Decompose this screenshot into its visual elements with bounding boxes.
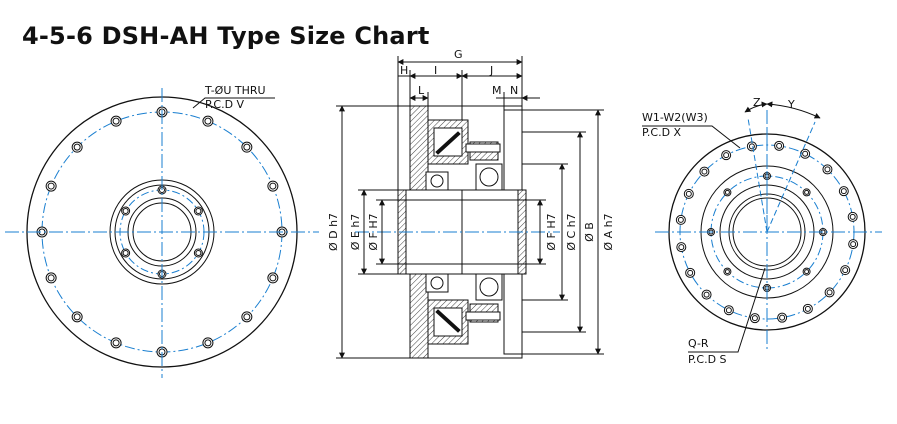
- tapped-hole: [675, 214, 686, 225]
- dim-l: L: [418, 84, 425, 97]
- dim-h: H: [400, 64, 408, 77]
- bolt-hole-inner: [269, 182, 277, 190]
- left-callout-holes: T-ØU THRU: [204, 84, 266, 97]
- bolt-hole: [267, 272, 279, 284]
- bolt-hole-inner: [112, 117, 120, 125]
- tapped-hole: [685, 267, 696, 278]
- tapped-hole: [848, 239, 859, 250]
- bolt-hole-inner: [243, 313, 251, 321]
- tapped-hole: [847, 211, 858, 222]
- tapped-hole: [683, 188, 694, 199]
- dim-e: Ø E h7: [349, 214, 362, 251]
- tapped-hole-inner: [842, 267, 849, 274]
- tapped-hole-inner: [703, 291, 710, 298]
- tapped-hole-inner: [826, 289, 833, 296]
- tapped-hole-inner: [779, 314, 786, 321]
- outer-tapped-holes: [675, 140, 859, 324]
- right-angle-z: Z: [753, 96, 761, 109]
- bolt-hole-inner: [269, 274, 277, 282]
- tapped-hole-inner: [724, 269, 730, 275]
- tapped-hole-inner: [802, 150, 809, 157]
- left-end-view: [5, 88, 319, 378]
- bolt-hole-inner: [73, 143, 81, 151]
- bolt-hole: [45, 180, 57, 192]
- bolt-hole-inner: [204, 117, 212, 125]
- dim-d: Ø D h7: [327, 213, 340, 251]
- tapped-hole-inner: [751, 315, 758, 322]
- bolt-hole: [110, 337, 122, 349]
- tapped-hole: [721, 150, 732, 161]
- section-view: [336, 56, 604, 359]
- tapped-hole-inner: [701, 168, 708, 175]
- tapped-hole-inner: [776, 142, 783, 149]
- tapped-hole: [699, 166, 710, 177]
- bolt-hole-inner: [243, 143, 251, 151]
- tapped-hole: [824, 287, 835, 298]
- bolt-hole: [202, 115, 214, 127]
- dim-c: Ø C h7: [565, 213, 578, 250]
- bolt-hole: [110, 115, 122, 127]
- tapped-hole: [749, 313, 760, 324]
- bolt-hole: [202, 337, 214, 349]
- bolt-hole: [71, 311, 83, 323]
- dim-i: I: [434, 64, 437, 77]
- dim-a: Ø A h7: [602, 213, 615, 250]
- tapped-hole: [802, 303, 813, 314]
- bolt-hole-inner: [204, 339, 212, 347]
- left-callout-pcd: P.C.D V: [205, 98, 245, 111]
- bolt-hole-inner: [73, 313, 81, 321]
- right-end-view: [642, 101, 882, 353]
- tapped-hole: [840, 265, 851, 276]
- dim-f-left: Ø F H7: [367, 213, 380, 250]
- tapped-hole: [774, 140, 785, 151]
- tapped-hole: [838, 186, 849, 197]
- tapped-hole-inner: [804, 189, 810, 195]
- bolt-hole: [71, 141, 83, 153]
- bolt-hole: [241, 311, 253, 323]
- tapped-hole-inner: [804, 305, 811, 312]
- tapped-hole-inner: [677, 216, 684, 223]
- tapped-hole-inner: [685, 190, 692, 197]
- right-callout-pcd-s: P.C.D S: [688, 353, 727, 366]
- tapped-hole: [822, 164, 833, 175]
- dim-b: Ø B: [583, 222, 596, 242]
- tapped-hole-inner: [724, 189, 730, 195]
- tapped-hole-inner: [687, 269, 694, 276]
- tapped-hole-inner: [840, 188, 847, 195]
- dim-n: N: [510, 84, 518, 97]
- bolt-hole-inner: [112, 339, 120, 347]
- tapped-hole: [800, 148, 811, 159]
- bolt-hole: [45, 272, 57, 284]
- bolt-hole-inner: [195, 208, 202, 214]
- right-callout-pcd-x: P.C.D X: [642, 126, 682, 139]
- right-callout-tapped: W1-W2(W3): [642, 111, 708, 124]
- bolt-hole-inner: [122, 250, 129, 256]
- bolt-hole: [241, 141, 253, 153]
- tapped-hole: [676, 242, 687, 253]
- bolt-hole-inner: [47, 182, 55, 190]
- tapped-hole-inner: [678, 244, 685, 251]
- bolt-hole-inner: [122, 208, 129, 214]
- page-title: 4-5-6 DSH-AH Type Size Chart: [22, 22, 430, 50]
- tapped-hole-inner: [849, 213, 856, 220]
- tapped-hole: [701, 289, 712, 300]
- tapped-hole-inner: [824, 166, 831, 173]
- right-angle-y: Y: [787, 98, 795, 111]
- tapped-hole-inner: [748, 143, 755, 150]
- tapped-hole: [777, 312, 788, 323]
- tapped-hole-inner: [725, 307, 732, 314]
- bolt-hole: [267, 180, 279, 192]
- tapped-hole-inner: [804, 269, 810, 275]
- tapped-hole-inner: [723, 152, 730, 159]
- dim-j: J: [489, 64, 493, 77]
- bolt-hole-inner: [47, 274, 55, 282]
- right-callout-holes: Q-R: [688, 337, 709, 350]
- dim-f-right: Ø F H7: [545, 213, 558, 250]
- tapped-hole-inner: [850, 241, 857, 248]
- dim-m: M: [492, 84, 502, 97]
- tapped-hole: [723, 305, 734, 316]
- dim-g: G: [454, 48, 463, 61]
- bolt-hole-inner: [195, 250, 202, 256]
